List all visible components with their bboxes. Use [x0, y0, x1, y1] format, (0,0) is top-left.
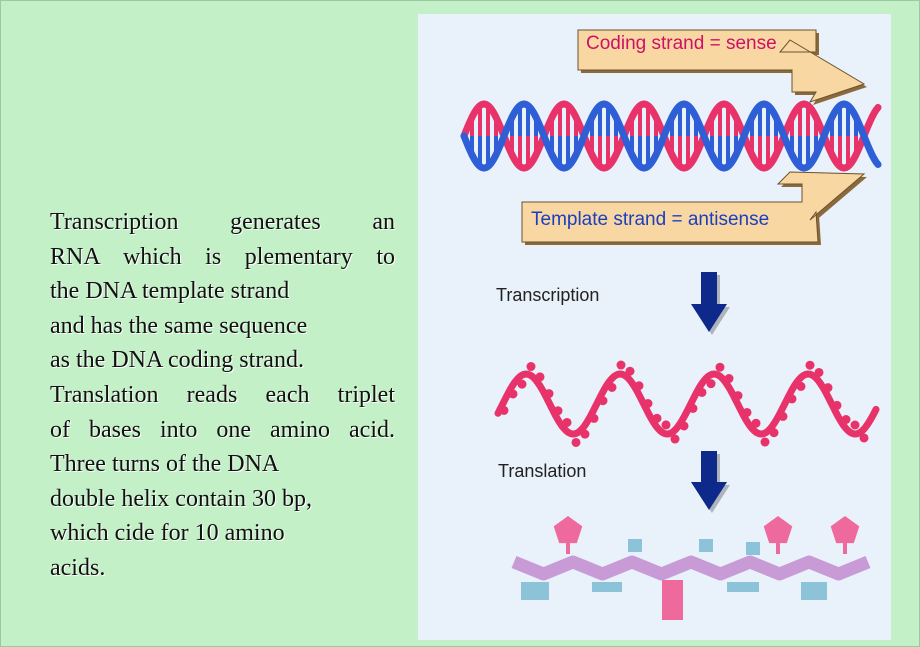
rna-base — [850, 420, 860, 430]
rna-base — [814, 367, 824, 377]
rna-base — [778, 411, 788, 421]
rna-base — [661, 420, 671, 430]
text-line: Three turns of the DNA — [50, 451, 280, 478]
rna-base — [598, 396, 608, 406]
mrna-strand — [494, 360, 880, 447]
coding-strand-backbone — [460, 100, 882, 172]
rna-base — [760, 437, 770, 447]
rna-base — [571, 437, 581, 447]
amino-acid-square — [746, 542, 760, 555]
text-line: which cide for 10 amino — [50, 520, 285, 547]
peptide-backbone — [511, 555, 871, 581]
text-line: as the DNA coding strand. — [50, 347, 304, 374]
template-strand-label: Template strand = antisense — [531, 209, 770, 230]
rna-base — [535, 372, 545, 382]
amino-acid-block — [521, 582, 549, 600]
transcription-label: Transcription — [496, 285, 600, 305]
rna-base — [796, 381, 806, 391]
rna-base — [580, 429, 590, 439]
coding-strand-callout — [577, 29, 867, 105]
rna-base — [769, 428, 779, 438]
rna-base — [508, 389, 518, 399]
text-line: Translation reads each triplet — [50, 381, 395, 408]
coding-strand-label: Coding strand = sense — [586, 33, 777, 54]
amino-acid-square — [699, 539, 713, 552]
rna-base — [751, 418, 761, 428]
rna-base — [724, 374, 734, 384]
polypeptide-chain — [511, 516, 871, 620]
rna-base — [553, 406, 563, 416]
slide-body-text: Transcription generates an RNA which is … — [50, 205, 395, 586]
amino-acid-block — [727, 582, 759, 592]
rna-base — [688, 403, 698, 413]
rna-base — [499, 405, 509, 415]
rna-base — [517, 379, 527, 389]
rna-base — [715, 362, 725, 372]
rna-base — [697, 387, 707, 397]
amino-acid-pentagon — [553, 516, 583, 544]
rna-base — [607, 382, 617, 392]
rna-base — [652, 413, 662, 423]
diagram-graphic — [460, 29, 882, 620]
transcription-arrow — [691, 272, 730, 335]
rna-base — [841, 415, 851, 425]
rna-backbone — [494, 370, 880, 438]
rna-base — [742, 407, 752, 417]
text-line: RNA which is plementary to — [50, 243, 395, 270]
rna-base — [805, 360, 815, 370]
rna-base — [616, 360, 626, 370]
amino-acid-bar — [662, 580, 683, 620]
amino-acid-pentagon — [830, 516, 860, 544]
text-line: of bases into one amino acid. — [50, 416, 395, 443]
text-line: acids. — [50, 554, 106, 581]
rna-base — [544, 389, 554, 399]
rna-base — [706, 379, 716, 389]
rna-base — [679, 421, 689, 431]
diagram-panel: Coding strand = sense Template strand = … — [418, 14, 891, 640]
rna-base — [670, 434, 680, 444]
template-strand-backbone — [460, 100, 882, 172]
rna-base — [823, 383, 833, 393]
amino-acid-square — [628, 539, 642, 552]
rna-base — [634, 381, 644, 391]
translation-arrow — [691, 451, 730, 513]
rna-base — [832, 400, 842, 410]
amino-acid-block — [592, 582, 622, 592]
rna-base — [589, 413, 599, 423]
amino-acid-pentagon — [763, 516, 793, 544]
rna-base — [733, 391, 743, 401]
rna-base — [787, 394, 797, 404]
text-line: Transcription generates an — [50, 209, 395, 235]
rna-base — [625, 366, 635, 376]
rna-base — [562, 417, 572, 427]
rna-base — [526, 362, 536, 372]
template-strand-callout — [521, 171, 867, 245]
rna-base — [643, 399, 653, 409]
dna-double-helix — [460, 100, 882, 172]
text-line: and has the same sequence — [50, 312, 308, 339]
text-line: the DNA template strand — [50, 278, 290, 305]
text-line: double helix contain 30 bp, — [50, 485, 312, 512]
rna-base — [859, 433, 869, 443]
amino-acid-block — [801, 582, 827, 600]
translation-label: Translation — [498, 461, 587, 481]
